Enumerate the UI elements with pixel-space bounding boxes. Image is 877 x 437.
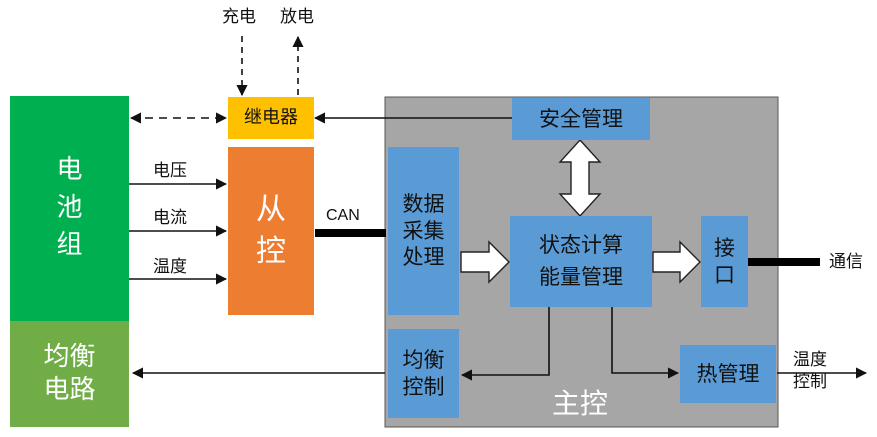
state-to-balance-arrow bbox=[460, 307, 550, 381]
current-label: 电流 bbox=[153, 208, 187, 228]
safety-management-box: 安全管理 bbox=[512, 98, 650, 140]
communication-label: 通信 bbox=[829, 252, 863, 272]
can-bus-line bbox=[315, 229, 386, 237]
state-to-thermal-arrow bbox=[611, 307, 680, 379]
slave-control-box: 从 控 bbox=[228, 147, 314, 315]
data-acquisition-box: 数据 采集 处理 bbox=[388, 147, 459, 315]
battery-pack-box: 电 池 组 bbox=[10, 96, 129, 321]
state-calc-box: 状态计算 能量管理 bbox=[510, 216, 652, 307]
interface-box: 接 口 bbox=[701, 216, 748, 307]
can-label: CAN bbox=[326, 207, 360, 224]
temp-control-label: 温度 控制 bbox=[793, 350, 827, 393]
acquisition-to-state-arrow bbox=[460, 240, 510, 284]
voltage-label: 电压 bbox=[153, 161, 187, 181]
balance-circuit-box: 均衡 电路 bbox=[10, 321, 129, 427]
temperature-label: 温度 bbox=[153, 257, 187, 277]
thermal-management-box: 热管理 bbox=[680, 345, 776, 403]
balance-control-box: 均衡 控制 bbox=[388, 329, 459, 418]
relay-box: 继电器 bbox=[228, 97, 314, 139]
main-control-label: 主控 bbox=[551, 387, 608, 421]
discharge-label: 放电 bbox=[280, 7, 314, 27]
communication-line bbox=[748, 258, 820, 266]
state-to-interface-arrow bbox=[652, 240, 701, 284]
charge-label: 充电 bbox=[222, 7, 256, 27]
